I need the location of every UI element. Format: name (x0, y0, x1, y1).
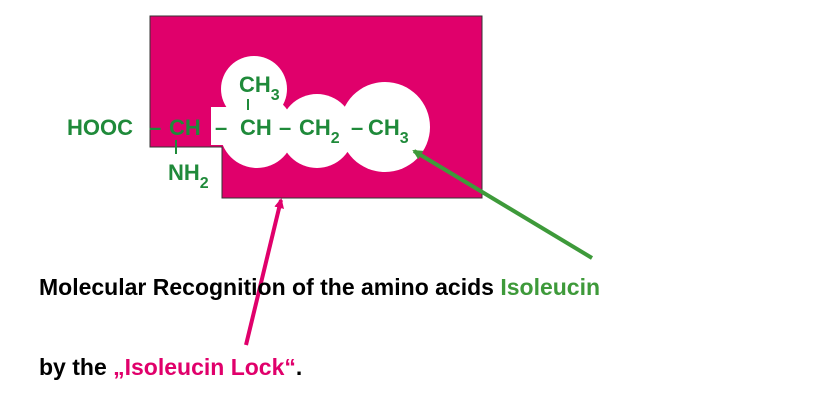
caption-line-1: Molecular Recognition of the amino acids… (39, 274, 600, 301)
bond-1: – (149, 115, 161, 140)
green-arrow (412, 149, 594, 260)
bond-3: – (279, 115, 291, 140)
lock-cavity (211, 56, 430, 172)
caption-line-2: by the „Isoleucin Lock“. (39, 354, 302, 381)
bond-4: – (351, 115, 363, 140)
caption-line-1-text: Molecular Recognition of the amino acids (39, 274, 501, 300)
pink-arrow (244, 198, 284, 346)
amino-nh2: NH2 (168, 160, 209, 192)
methyl-ch3: CH3 (239, 72, 280, 104)
alpha-ch: CH (169, 115, 201, 140)
highlight-isoleucin: Isoleucin (500, 274, 601, 300)
gamma-ch2: CH2 (299, 115, 340, 147)
hooc-group: HOOC (67, 115, 133, 140)
caption-line-2-text: by the (39, 354, 114, 380)
beta-ch: CH (240, 115, 272, 140)
isoleucine-molecule: HOOC – CH – CH – CH2 – CH3 CH3 NH2 (67, 72, 409, 192)
isoleucin-lock (149, 15, 483, 199)
highlight-isoleucin-lock: „Isoleucin Lock“ (113, 354, 296, 380)
delta-ch3: CH3 (368, 115, 409, 147)
bond-2: – (215, 115, 227, 140)
caption-line-2-period: . (295, 354, 303, 380)
